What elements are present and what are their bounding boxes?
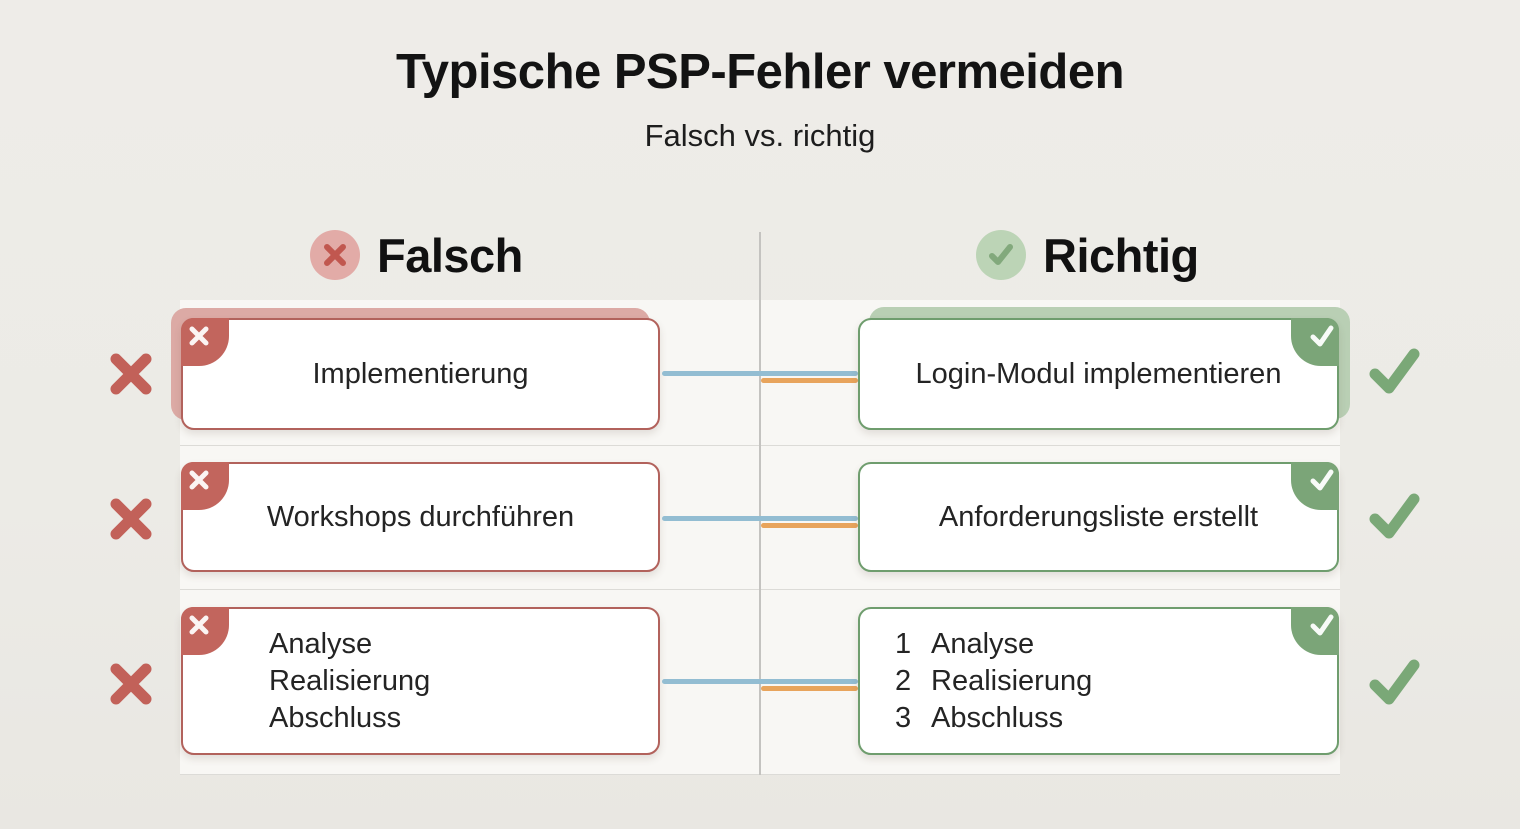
list-line: Analyse (269, 627, 373, 660)
numbered-item: 3 Abschluss (895, 700, 1337, 737)
check-mark-icon (1369, 493, 1420, 539)
wrong-card-2: Workshops durchführen (181, 462, 660, 572)
item-text: Abschluss (931, 701, 1064, 734)
check-circle-icon (976, 230, 1026, 280)
wrong-card-text: Implementierung (312, 357, 529, 390)
connector-orange (761, 686, 858, 691)
right-card-text: Anforderungsliste erstellt (938, 500, 1259, 533)
right-card-2: Anforderungsliste erstellt (858, 462, 1339, 572)
column-header-right: Richtig (976, 230, 1199, 280)
column-header-right-label: Richtig (1043, 228, 1199, 282)
connector-orange (761, 523, 858, 528)
x-circle-icon (310, 230, 360, 280)
connector-orange (761, 378, 858, 383)
x-mark-icon (110, 498, 152, 540)
list-line: Abschluss (269, 701, 402, 734)
column-header-wrong-label: Falsch (377, 228, 523, 282)
x-mark-icon (110, 353, 152, 395)
column-header-wrong: Falsch (310, 230, 523, 280)
wrong-card-3: Analyse Realisierung Abschluss (181, 607, 660, 755)
right-card-text: Login-Modul implementieren (915, 357, 1282, 390)
right-card-3: 1 Analyse 2 Realisierung 3 Abschluss (858, 607, 1339, 755)
wrong-card-list: Analyse Realisierung Abschluss (183, 609, 658, 753)
page-title: Typische PSP-Fehler vermeiden (395, 45, 1125, 99)
list-line: Realisierung (269, 664, 431, 697)
center-divider (759, 232, 761, 775)
item-number: 2 (895, 664, 912, 697)
connector-blue (662, 679, 858, 684)
x-mark-icon (110, 663, 152, 705)
connector-blue (662, 516, 858, 521)
numbered-item: 2 Realisierung (895, 663, 1337, 700)
check-mark-icon (1369, 348, 1420, 394)
wrong-card-text: Workshops durchführen (266, 500, 575, 533)
right-card-numbered-list: 1 Analyse 2 Realisierung 3 Abschluss (860, 609, 1337, 753)
page-subtitle: Falsch vs. richtig (644, 118, 876, 153)
item-text: Analyse (931, 627, 1035, 660)
right-card-1: Login-Modul implementieren (858, 318, 1339, 430)
item-number: 1 (895, 627, 912, 660)
item-number: 3 (895, 701, 912, 734)
check-mark-icon (1369, 659, 1420, 705)
wrong-card-1: Implementierung (181, 318, 660, 430)
numbered-item: 1 Analyse (895, 626, 1337, 663)
connector-blue (662, 371, 858, 376)
item-text: Realisierung (931, 664, 1093, 697)
